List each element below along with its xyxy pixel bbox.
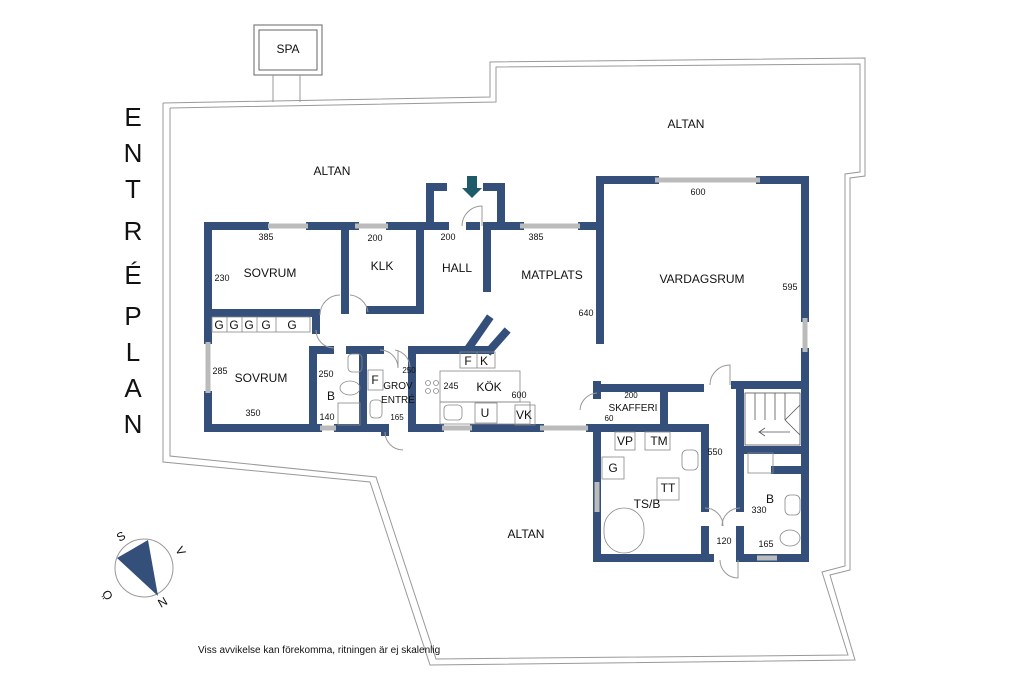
svg-text:K: K	[480, 354, 488, 368]
side-title-letter: É	[124, 260, 141, 290]
room-label-sovrum: SOVRUM	[235, 371, 288, 385]
fixtures	[211, 316, 801, 554]
dimension-labels: 385 230 200 200 385 640 600 595 285 350 …	[212, 187, 797, 549]
side-title: E N T R É P L AN	[124, 102, 143, 439]
room-label-altan: ALTAN	[314, 164, 351, 178]
terrace-outline	[162, 57, 866, 666]
svg-text:G: G	[244, 318, 253, 332]
compass: S V Ö N	[99, 528, 188, 610]
side-title-letter: L	[126, 337, 140, 367]
room-label-altan: ALTAN	[668, 117, 705, 131]
svg-text:595: 595	[782, 282, 797, 292]
svg-text:165: 165	[758, 539, 773, 549]
room-label-spa: SPA	[276, 42, 299, 56]
svg-text:VP: VP	[617, 434, 633, 448]
room-label-bad: B	[766, 492, 774, 506]
svg-text:60: 60	[605, 414, 614, 423]
side-title-letter: T	[125, 174, 141, 204]
svg-text:G: G	[214, 318, 223, 332]
spa: SPA	[253, 24, 323, 102]
stairs	[744, 392, 801, 446]
room-label-entre: ENTRÉ	[381, 393, 415, 406]
side-title-letter: N	[124, 409, 143, 439]
svg-text:140: 140	[319, 412, 334, 422]
room-label-tsb: TS/B	[634, 497, 661, 511]
svg-text:350: 350	[245, 408, 260, 418]
room-label-matplats: MATPLATS	[521, 268, 583, 282]
fixture-labels: G G G G G F F K U VK VP TM G TT	[214, 318, 676, 495]
svg-text:G: G	[261, 318, 270, 332]
svg-text:200: 200	[440, 232, 455, 242]
svg-text:200: 200	[624, 391, 638, 400]
svg-text:120: 120	[716, 536, 731, 546]
svg-text:230: 230	[214, 273, 229, 283]
svg-text:550: 550	[707, 447, 722, 457]
side-title-letter: P	[124, 301, 141, 331]
side-title-letter: R	[124, 216, 143, 246]
svg-text:Ö: Ö	[99, 587, 116, 602]
walls	[204, 176, 809, 562]
side-title-letter: N	[124, 138, 143, 168]
svg-text:G: G	[608, 461, 617, 475]
room-label-sovrum: SOVRUM	[244, 266, 297, 280]
svg-text:VK: VK	[516, 408, 532, 422]
svg-text:600: 600	[511, 390, 526, 400]
room-label-vardagsrum: VARDAGSRUM	[659, 272, 744, 286]
svg-text:285: 285	[212, 366, 227, 376]
svg-text:600: 600	[690, 187, 705, 197]
room-label-kok: KÖK	[476, 380, 501, 394]
room-label-altan: ALTAN	[508, 527, 545, 541]
room-label-skafferi: SKAFFERI	[609, 403, 658, 414]
svg-text:G: G	[287, 318, 296, 332]
svg-text:245: 245	[443, 381, 458, 391]
svg-text:165: 165	[390, 413, 404, 422]
svg-text:385: 385	[528, 232, 543, 242]
svg-text:F: F	[371, 373, 378, 387]
svg-text:200: 200	[367, 233, 382, 243]
svg-text:TM: TM	[650, 434, 667, 448]
disclaimer: Viss avvikelse kan förekomma, ritningen …	[198, 645, 441, 656]
side-title-letter: E	[124, 102, 141, 132]
svg-text:640: 640	[578, 308, 593, 318]
svg-text:N: N	[155, 594, 170, 610]
room-label-bad: B	[327, 389, 335, 403]
svg-text:S: S	[114, 528, 128, 544]
svg-text:F: F	[464, 354, 471, 368]
svg-text:250: 250	[402, 366, 416, 375]
room-label-hall: HALL	[442, 261, 472, 275]
svg-text:250: 250	[318, 369, 333, 379]
svg-text:G: G	[229, 318, 238, 332]
room-label-grov: GROV	[383, 381, 413, 392]
entry-arrow-icon	[462, 176, 482, 198]
svg-text:330: 330	[751, 505, 766, 515]
room-label-klk: KLK	[371, 259, 394, 273]
door-swings	[315, 205, 741, 579]
svg-text:U: U	[481, 406, 490, 420]
svg-text:V: V	[172, 544, 188, 558]
side-title-letter: A	[124, 373, 142, 403]
svg-text:385: 385	[258, 232, 273, 242]
windows	[205, 177, 808, 561]
svg-text:TT: TT	[661, 481, 676, 495]
